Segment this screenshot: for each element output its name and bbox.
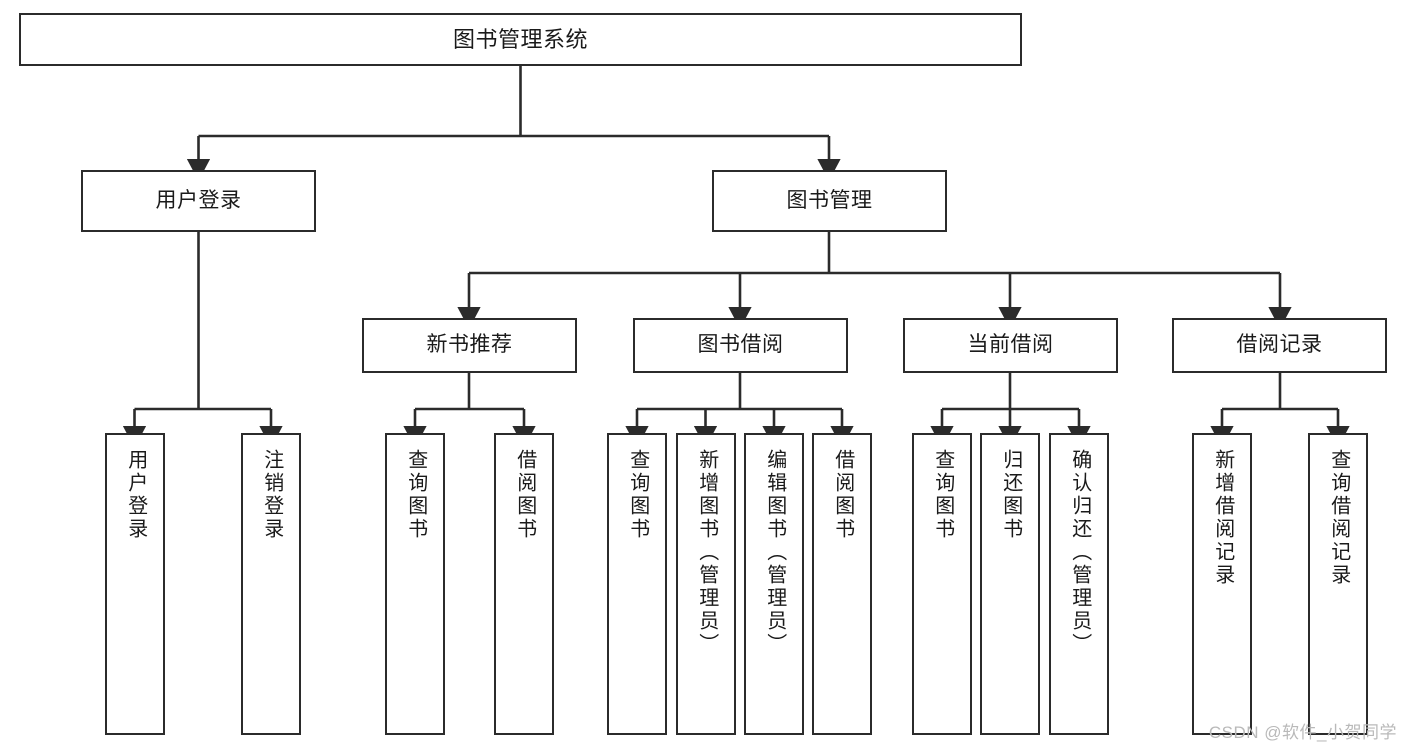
node-label: 图书管理 [786,188,873,212]
node-label: 归还图书 [999,449,1022,541]
leaf-newbook-borrow-book[interactable]: 借阅图书 [494,433,554,735]
node-root-book-management-system[interactable]: 图书管理系统 [19,13,1022,66]
leaf-borrow-edit-book-admin[interactable]: 编辑图书（管理员） [744,433,804,735]
node-label: 确认归还（管理员） [1068,449,1091,656]
leaf-borrow-add-book-admin[interactable]: 新增图书（管理员） [676,433,736,735]
node-book-borrowing[interactable]: 图书借阅 [633,318,848,373]
node-current-borrowing[interactable]: 当前借阅 [903,318,1118,373]
node-label: 注销登录 [260,449,283,541]
leaf-newbook-query-book[interactable]: 查询图书 [385,433,445,735]
node-new-book-recommendation[interactable]: 新书推荐 [362,318,577,373]
node-label: 新增借阅记录 [1211,449,1234,587]
node-label: 用户登录 [124,449,147,541]
node-label: 用户登录 [155,188,242,212]
node-label: 借阅图书 [831,449,854,541]
node-label: 查询图书 [931,449,954,541]
node-label: 查询图书 [404,449,427,541]
node-label: 借阅图书 [513,449,536,541]
leaf-user-login[interactable]: 用户登录 [105,433,165,735]
node-label: 借阅记录 [1236,333,1323,357]
leaf-current-return-book[interactable]: 归还图书 [980,433,1040,735]
node-user-login[interactable]: 用户登录 [81,170,316,232]
node-borrowing-records[interactable]: 借阅记录 [1172,318,1387,373]
csdn-watermark: CSDN @软件_小贺同学 [1208,723,1397,742]
node-book-management[interactable]: 图书管理 [712,170,947,232]
leaf-record-query-borrow-record[interactable]: 查询借阅记录 [1308,433,1368,735]
node-label: 查询图书 [626,449,649,541]
node-label: 查询借阅记录 [1327,449,1350,587]
leaf-record-add-borrow-record[interactable]: 新增借阅记录 [1192,433,1252,735]
node-label: 新书推荐 [426,333,513,357]
node-label: 图书借阅 [697,333,784,357]
leaf-current-confirm-return-admin[interactable]: 确认归还（管理员） [1049,433,1109,735]
node-label: 新增图书（管理员） [695,449,718,656]
leaf-borrow-borrow-book[interactable]: 借阅图书 [812,433,872,735]
node-label: 当前借阅 [967,333,1054,357]
leaf-logout[interactable]: 注销登录 [241,433,301,735]
node-label: 编辑图书（管理员） [763,449,786,656]
leaf-current-query-book[interactable]: 查询图书 [912,433,972,735]
node-label: 图书管理系统 [452,26,588,52]
leaf-borrow-query-book[interactable]: 查询图书 [607,433,667,735]
